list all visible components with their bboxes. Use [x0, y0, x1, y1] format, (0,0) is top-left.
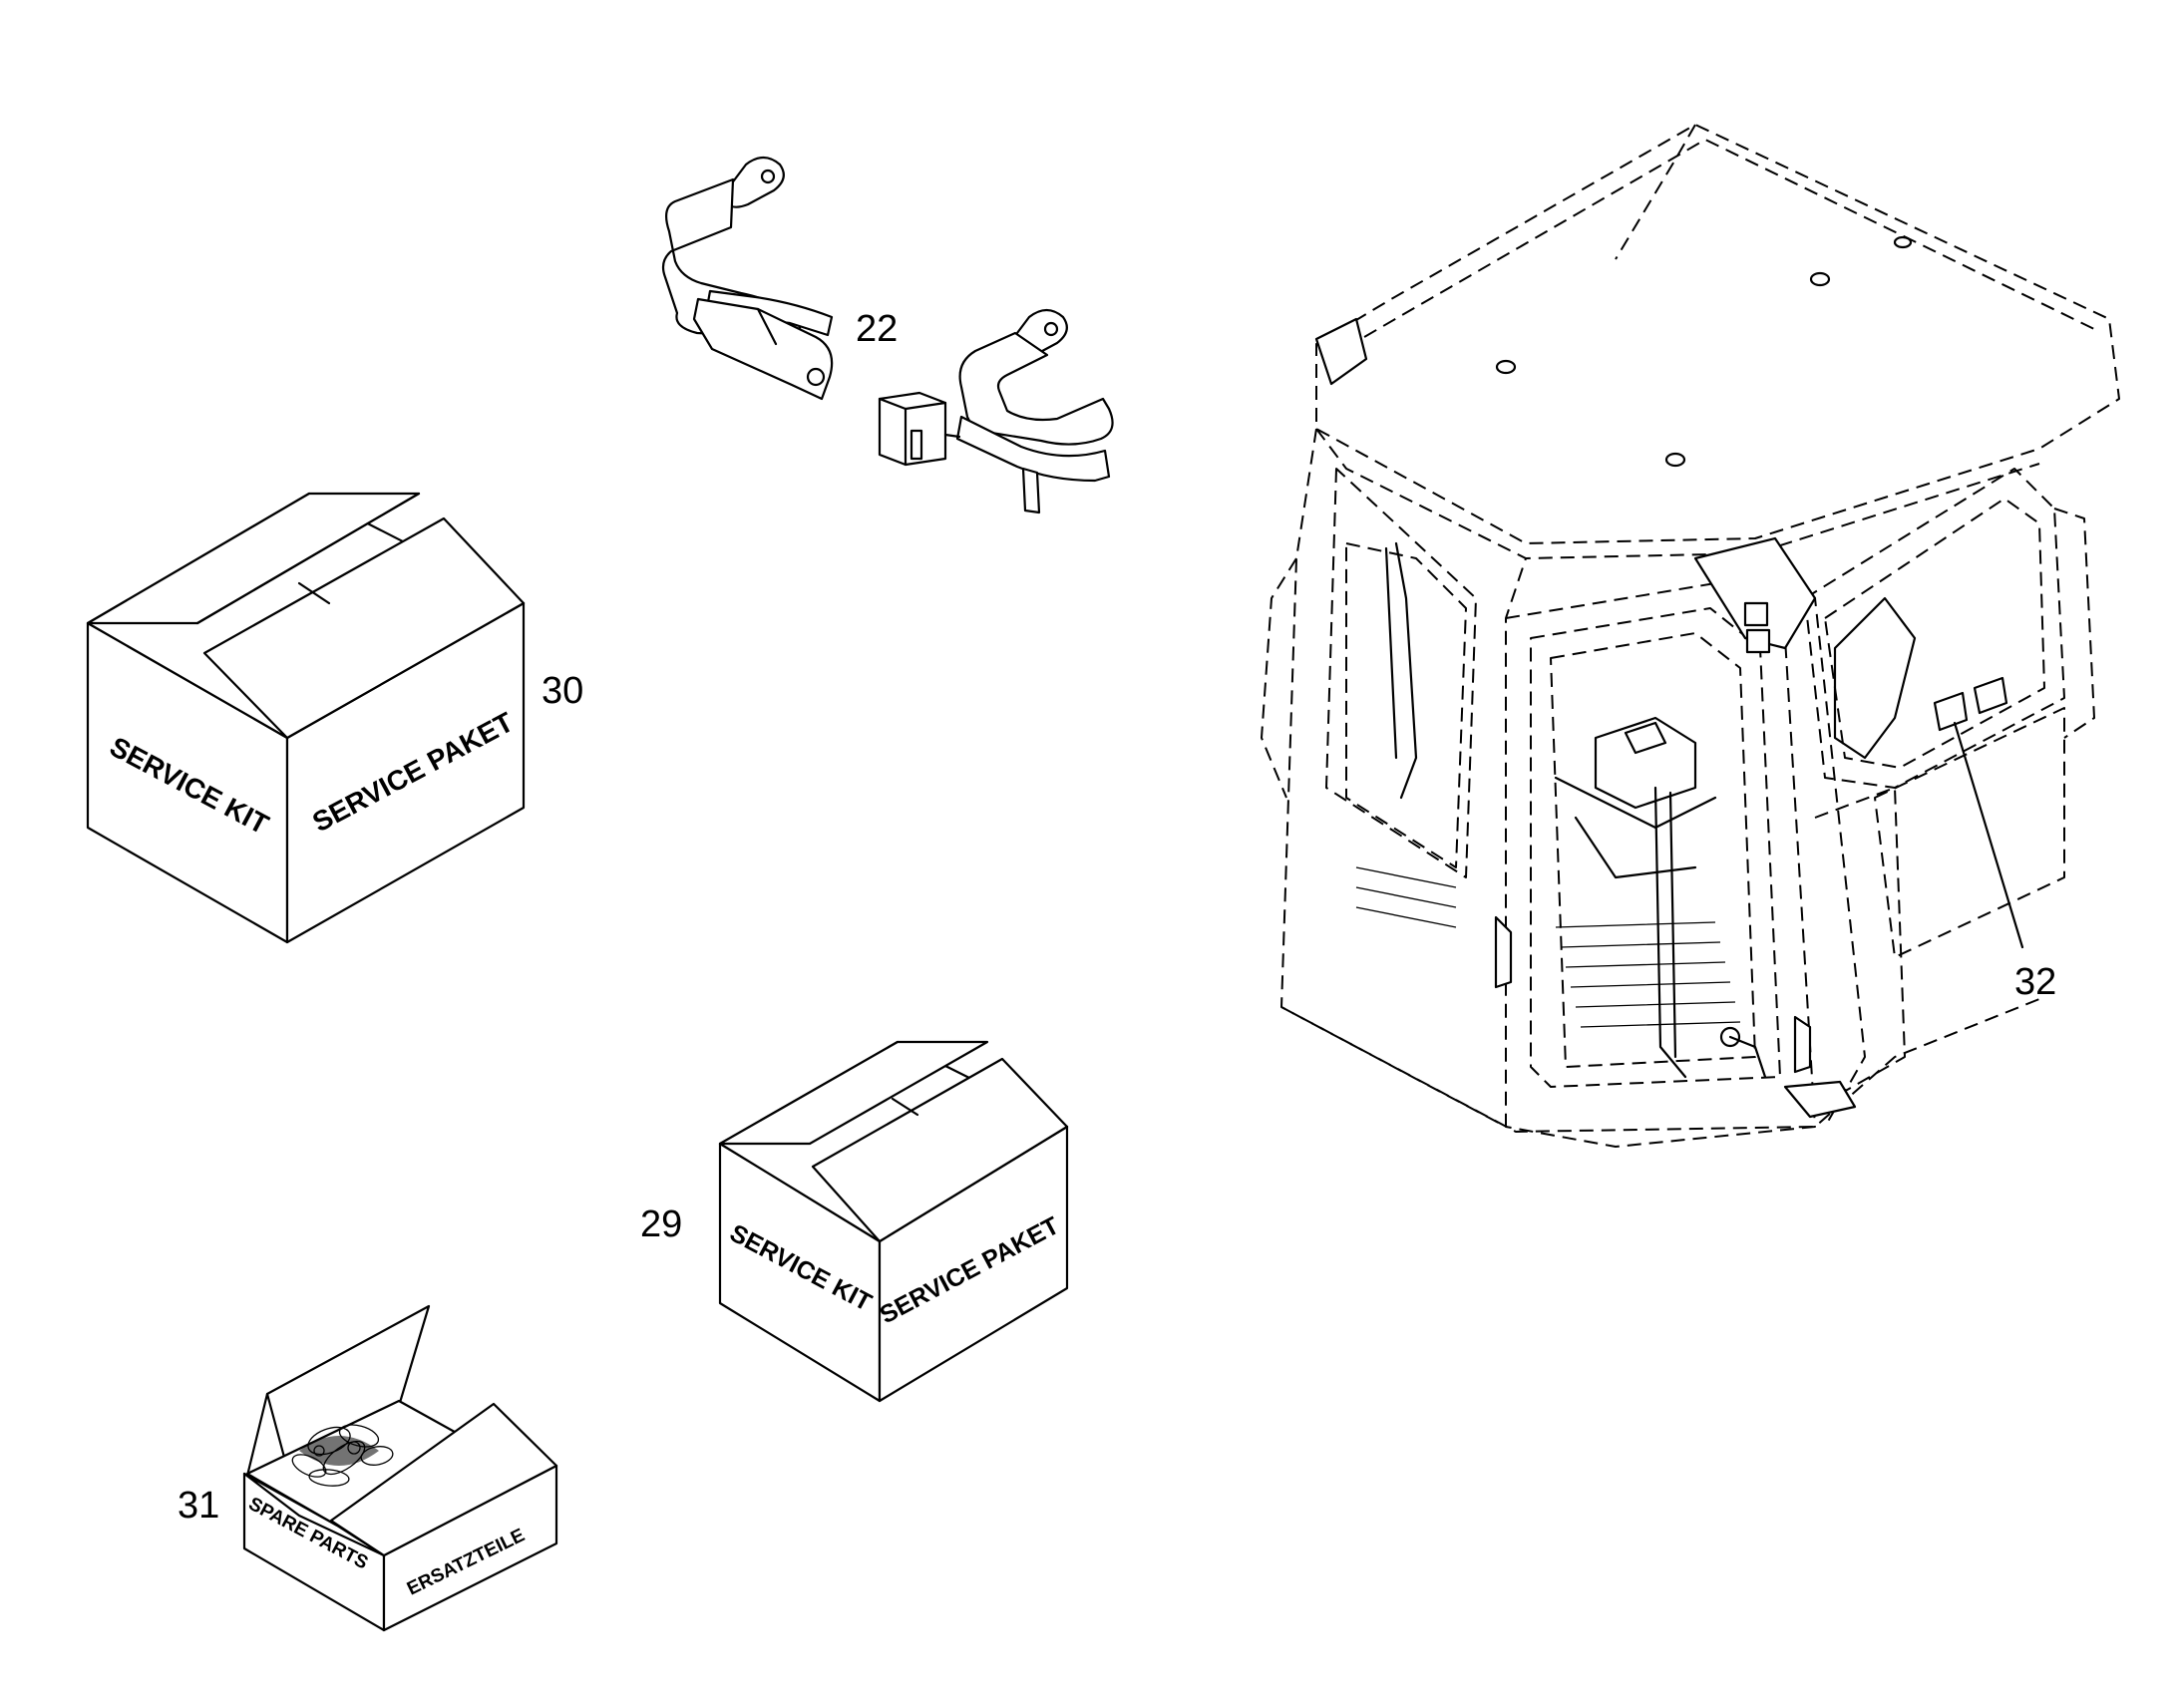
service-kit-box-30 — [86, 492, 526, 944]
seatbelt-assembly — [661, 156, 1114, 514]
callout-31: 31 — [178, 1485, 219, 1527]
callout-22: 22 — [856, 308, 898, 350]
callout-29: 29 — [640, 1203, 682, 1245]
callout-32: 32 — [2014, 961, 2056, 1003]
service-kit-box-29 — [718, 1040, 1069, 1403]
spare-parts-box-31 — [242, 1304, 558, 1632]
operator-cab — [1261, 124, 2120, 1148]
callout-30: 30 — [542, 670, 583, 712]
spare-parts-contents — [291, 1424, 394, 1487]
leader-line-32 — [1953, 721, 2024, 949]
